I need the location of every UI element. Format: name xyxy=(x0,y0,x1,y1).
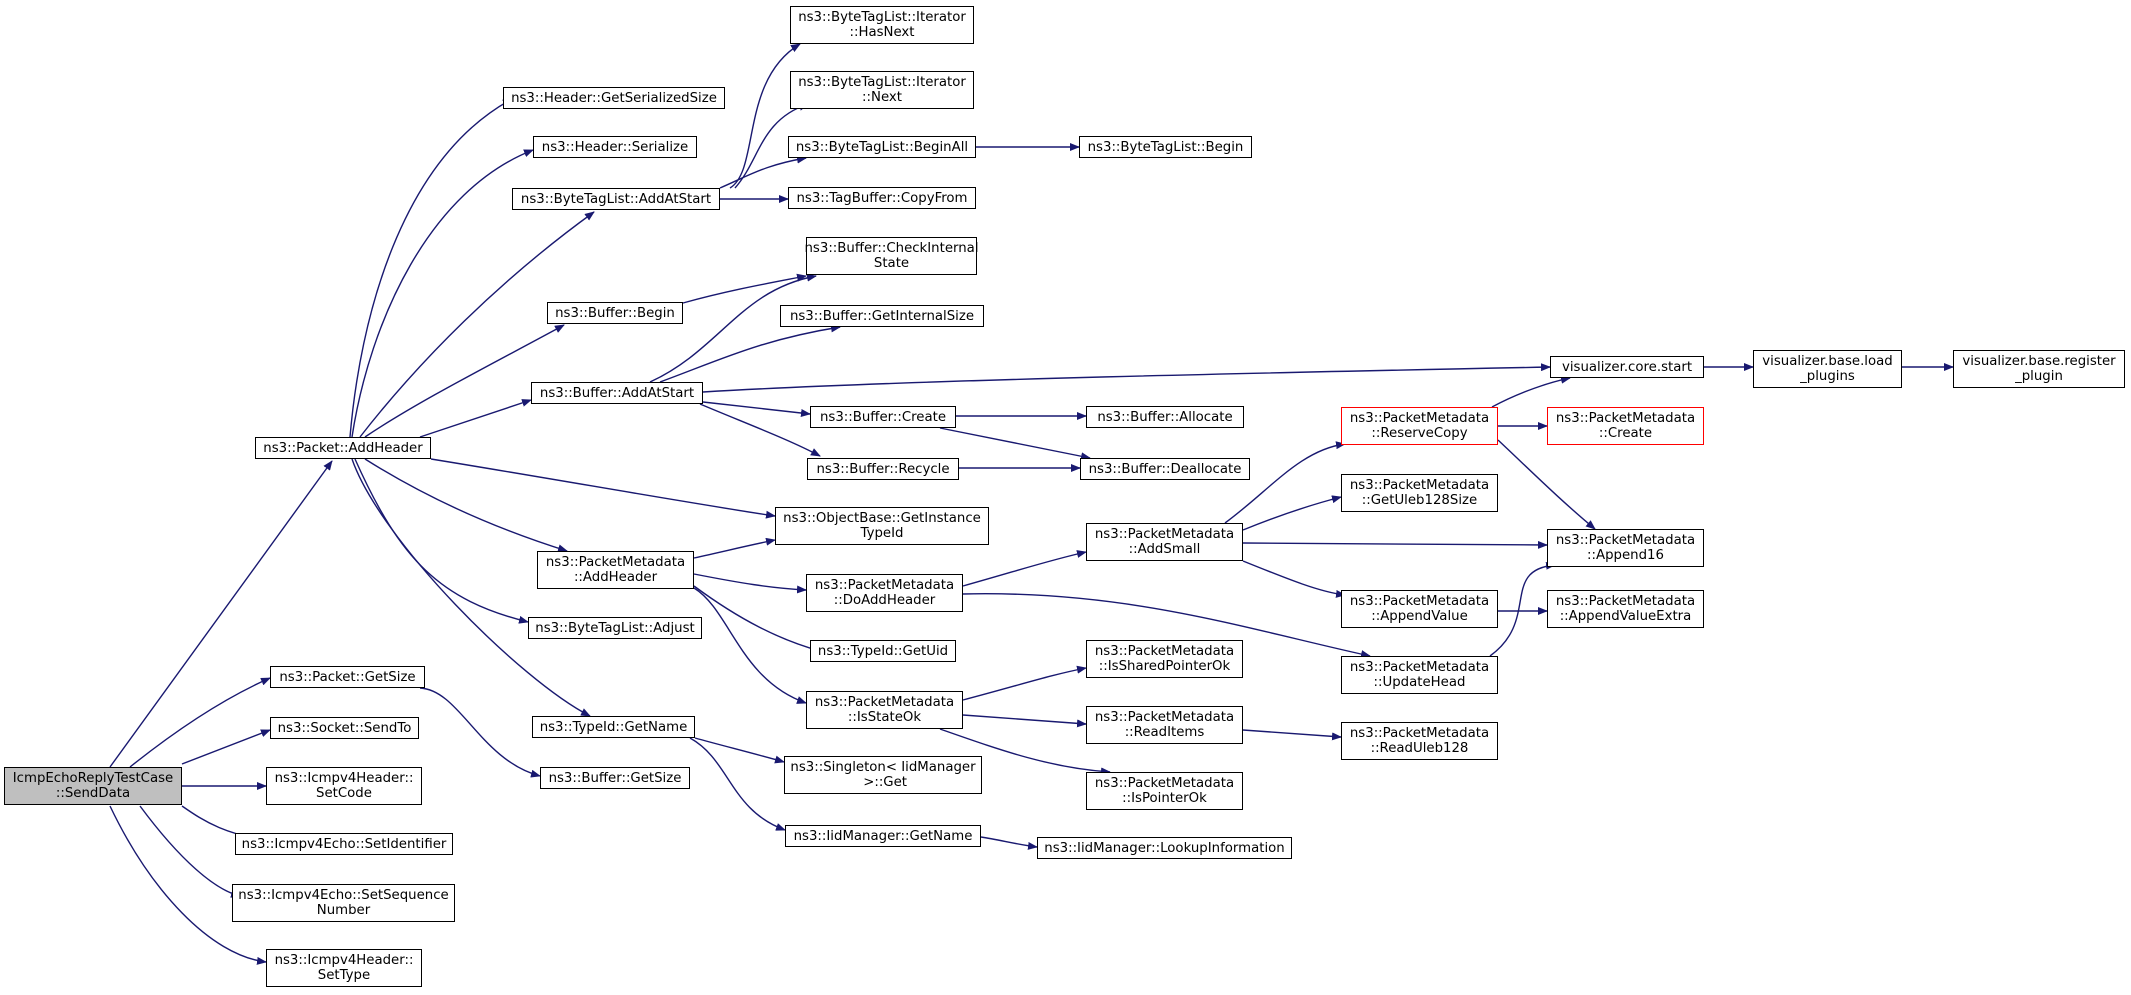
node-singleton-get[interactable]: ns3::Singleton< IidManager >::Get xyxy=(784,756,982,794)
node-bytetaglist-iterator-hasnext[interactable]: ns3::ByteTagList::Iterator ::HasNext xyxy=(790,6,974,44)
node-buffer-checkinternalstate[interactable]: ns3::Buffer::CheckInternal State xyxy=(805,237,979,275)
node-visualizer-base-register-plugin[interactable]: visualizer.base.register _plugin xyxy=(1953,350,2125,388)
node-buffer-getsize[interactable]: ns3::Buffer::GetSize xyxy=(540,767,690,789)
node-buffer-deallocate[interactable]: ns3::Buffer::Deallocate xyxy=(1080,458,1250,480)
edge-packetmetadata-addheader-to-objectbase-getinstancetypeid xyxy=(693,537,776,559)
node-root: IcmpEchoReplyTestCase ::SendData xyxy=(4,767,182,805)
edge-packetmetadata-addheader-to-packetmetadata-isstateok xyxy=(693,587,807,704)
edge-bytetaglist-addatstart-to-bytetaglist-beginall xyxy=(719,155,807,189)
node-packet-addheader[interactable]: ns3::Packet::AddHeader xyxy=(255,437,431,459)
edge-buffer-create-to-buffer-deallocate xyxy=(939,427,1091,461)
node-objectbase-getinstancetypeid[interactable]: ns3::ObjectBase::GetInstance TypeId xyxy=(775,507,989,545)
edge-typeid-getname-to-iidmanager-getname xyxy=(689,737,786,831)
node-header-getserializedsize[interactable]: ns3::Header::GetSerializedSize xyxy=(503,87,725,109)
node-packetmetadata-appendvalue[interactable]: ns3::PacketMetadata ::AppendValue xyxy=(1341,590,1498,628)
node-buffer-create[interactable]: ns3::Buffer::Create xyxy=(810,406,956,428)
node-visualizer-core-start[interactable]: visualizer.core.start xyxy=(1550,356,1704,378)
node-bytetaglist-beginall[interactable]: ns3::ByteTagList::BeginAll xyxy=(788,136,976,158)
edge-packetmetadata-addsmall-to-packetmetadata-appendvalue xyxy=(1242,560,1346,598)
edge-root-to-icmpv4echo-setsequencenumber xyxy=(139,805,241,898)
edge-packet-addheader-to-bytetaglist-addatstart xyxy=(359,211,595,438)
edge-root-to-packet-getsize xyxy=(129,677,271,768)
node-buffer-recycle[interactable]: ns3::Buffer::Recycle xyxy=(807,458,959,480)
node-icmpv4header-settype[interactable]: ns3::Icmpv4Header:: SetType xyxy=(266,949,422,987)
edge-packetmetadata-addsmall-to-packetmetadata-reservecopy xyxy=(1224,441,1346,524)
edge-packetmetadata-addsmall-to-packetmetadata-getuleb128size xyxy=(1242,495,1342,531)
edge-packet-addheader-to-header-getserializedsize xyxy=(349,98,513,438)
node-icmpv4echo-setsequencenumber[interactable]: ns3::Icmpv4Echo::SetSequence Number xyxy=(232,884,455,922)
node-packetmetadata-appendvalueextra[interactable]: ns3::PacketMetadata ::AppendValueExtra xyxy=(1547,590,1704,628)
node-bytetaglist-iterator-next[interactable]: ns3::ByteTagList::Iterator ::Next xyxy=(790,71,974,109)
edge-packetmetadata-doaddheader-to-packetmetadata-addsmall xyxy=(962,550,1087,587)
edge-packetmetadata-updatehead-to-packetmetadata-append16 xyxy=(1489,561,1556,657)
edge-typeid-getname-to-singleton-get xyxy=(694,737,785,764)
node-packet-getsize[interactable]: ns3::Packet::GetSize xyxy=(270,666,425,688)
edge-packet-addheader-to-buffer-addatstart xyxy=(419,399,532,438)
node-packetmetadata-readuleb128[interactable]: ns3::PacketMetadata ::ReadUleb128 xyxy=(1341,722,1498,760)
node-packetmetadata-ispointerok[interactable]: ns3::PacketMetadata ::IsPointerOk xyxy=(1086,772,1243,810)
node-icmpv4echo-setidentifier[interactable]: ns3::Icmpv4Echo::SetIdentifier xyxy=(235,833,453,855)
edge-buffer-addatstart-to-buffer-getinternalsize xyxy=(659,324,841,383)
node-packetmetadata-issharedpointerok[interactable]: ns3::PacketMetadata ::IsSharedPointerOk xyxy=(1086,640,1243,678)
edge-packetmetadata-reservecopy-to-visualizer-core-start xyxy=(1491,375,1571,408)
edge-root-to-packet-addheader xyxy=(109,460,333,768)
node-packetmetadata-updatehead[interactable]: ns3::PacketMetadata ::UpdateHead xyxy=(1341,656,1498,694)
edge-packet-addheader-to-objectbase-getinstancetypeid xyxy=(430,458,776,519)
edge-packetmetadata-addheader-to-packetmetadata-doaddheader xyxy=(693,573,807,594)
edge-bytetaglist-addatstart-to-bytetaglist-iterator-hasnext xyxy=(729,43,801,189)
node-packetmetadata-getuleb128size[interactable]: ns3::PacketMetadata ::GetUleb128Size xyxy=(1341,474,1498,512)
edge-root-to-socket-sendto xyxy=(181,729,271,765)
node-buffer-addatstart[interactable]: ns3::Buffer::AddAtStart xyxy=(531,382,703,404)
edge-packet-addheader-to-header-serialize xyxy=(351,149,534,438)
node-iidmanager-lookupinformation[interactable]: ns3::IidManager::LookupInformation xyxy=(1037,837,1292,859)
node-header-serialize[interactable]: ns3::Header::Serialize xyxy=(533,136,697,158)
node-buffer-begin[interactable]: ns3::Buffer::Begin xyxy=(547,302,683,324)
node-bytetaglist-adjust[interactable]: ns3::ByteTagList::Adjust xyxy=(528,617,702,639)
edge-packetmetadata-readitems-to-packetmetadata-readuleb128 xyxy=(1242,729,1342,741)
node-icmpv4header-setcode[interactable]: ns3::Icmpv4Header:: SetCode xyxy=(266,767,422,805)
node-typeid-getuid[interactable]: ns3::TypeId::GetUid xyxy=(810,640,956,662)
edge-buffer-addatstart-to-buffer-checkinternalstate xyxy=(649,273,817,383)
edge-packet-addheader-to-typeid-getname xyxy=(351,458,591,717)
edge-packetmetadata-isstateok-to-packetmetadata-readitems xyxy=(962,714,1087,728)
edge-packet-addheader-to-bytetaglist-adjust xyxy=(354,458,529,624)
node-packetmetadata-readitems[interactable]: ns3::PacketMetadata ::ReadItems xyxy=(1086,706,1243,744)
edge-packetmetadata-isstateok-to-packetmetadata-ispointerok xyxy=(939,728,1111,776)
node-buffer-allocate[interactable]: ns3::Buffer::Allocate xyxy=(1086,406,1244,428)
edge-buffer-addatstart-to-buffer-recycle xyxy=(699,403,821,457)
node-packetmetadata-doaddheader[interactable]: ns3::PacketMetadata ::DoAddHeader xyxy=(806,574,963,612)
edge-packetmetadata-addheader-to-typeid-getuid xyxy=(693,585,821,653)
edge-packet-getsize-to-buffer-getsize xyxy=(419,687,541,778)
edge-buffer-addatstart-to-visualizer-core-start xyxy=(702,363,1551,393)
node-packetmetadata-append16[interactable]: ns3::PacketMetadata ::Append16 xyxy=(1547,529,1704,567)
edge-packetmetadata-reservecopy-to-packetmetadata-append16 xyxy=(1497,439,1596,530)
node-bytetaglist-addatstart[interactable]: ns3::ByteTagList::AddAtStart xyxy=(512,188,720,210)
node-visualizer-base-load-plugins[interactable]: visualizer.base.load _plugins xyxy=(1753,350,1902,388)
node-socket-sendto[interactable]: ns3::Socket::SendTo xyxy=(270,717,419,739)
node-buffer-getinternalsize[interactable]: ns3::Buffer::GetInternalSize xyxy=(780,305,984,327)
edge-iidmanager-getname-to-iidmanager-lookupinformation xyxy=(980,836,1038,850)
edge-packet-addheader-to-packetmetadata-addheader xyxy=(364,458,568,553)
node-iidmanager-getname[interactable]: ns3::IidManager::GetName xyxy=(785,825,981,847)
node-packetmetadata-isstateok[interactable]: ns3::PacketMetadata ::IsStateOk xyxy=(806,691,963,729)
node-typeid-getname[interactable]: ns3::TypeId::GetName xyxy=(532,716,695,738)
node-packetmetadata-addsmall[interactable]: ns3::PacketMetadata ::AddSmall xyxy=(1086,523,1243,561)
edge-packetmetadata-isstateok-to-packetmetadata-issharedpointerok xyxy=(962,665,1087,701)
node-packetmetadata-reservecopy[interactable]: ns3::PacketMetadata ::ReserveCopy xyxy=(1341,407,1498,445)
edge-buffer-addatstart-to-buffer-create xyxy=(702,401,811,417)
edge-root-to-icmpv4header-settype xyxy=(109,805,267,965)
edge-packetmetadata-doaddheader-to-packetmetadata-updatehead xyxy=(962,593,1371,659)
edge-packetmetadata-addsmall-to-packetmetadata-append16 xyxy=(1242,540,1548,549)
edge-packet-addheader-to-buffer-begin xyxy=(364,324,565,438)
node-tagbuffer-copyfrom[interactable]: ns3::TagBuffer::CopyFrom xyxy=(788,187,976,209)
node-bytetaglist-begin[interactable]: ns3::ByteTagList::Begin xyxy=(1079,136,1252,158)
edge-buffer-begin-to-buffer-checkinternalstate xyxy=(682,273,807,304)
node-packetmetadata-addheader[interactable]: ns3::PacketMetadata ::AddHeader xyxy=(537,551,694,589)
node-packetmetadata-create[interactable]: ns3::PacketMetadata ::Create xyxy=(1547,407,1704,445)
